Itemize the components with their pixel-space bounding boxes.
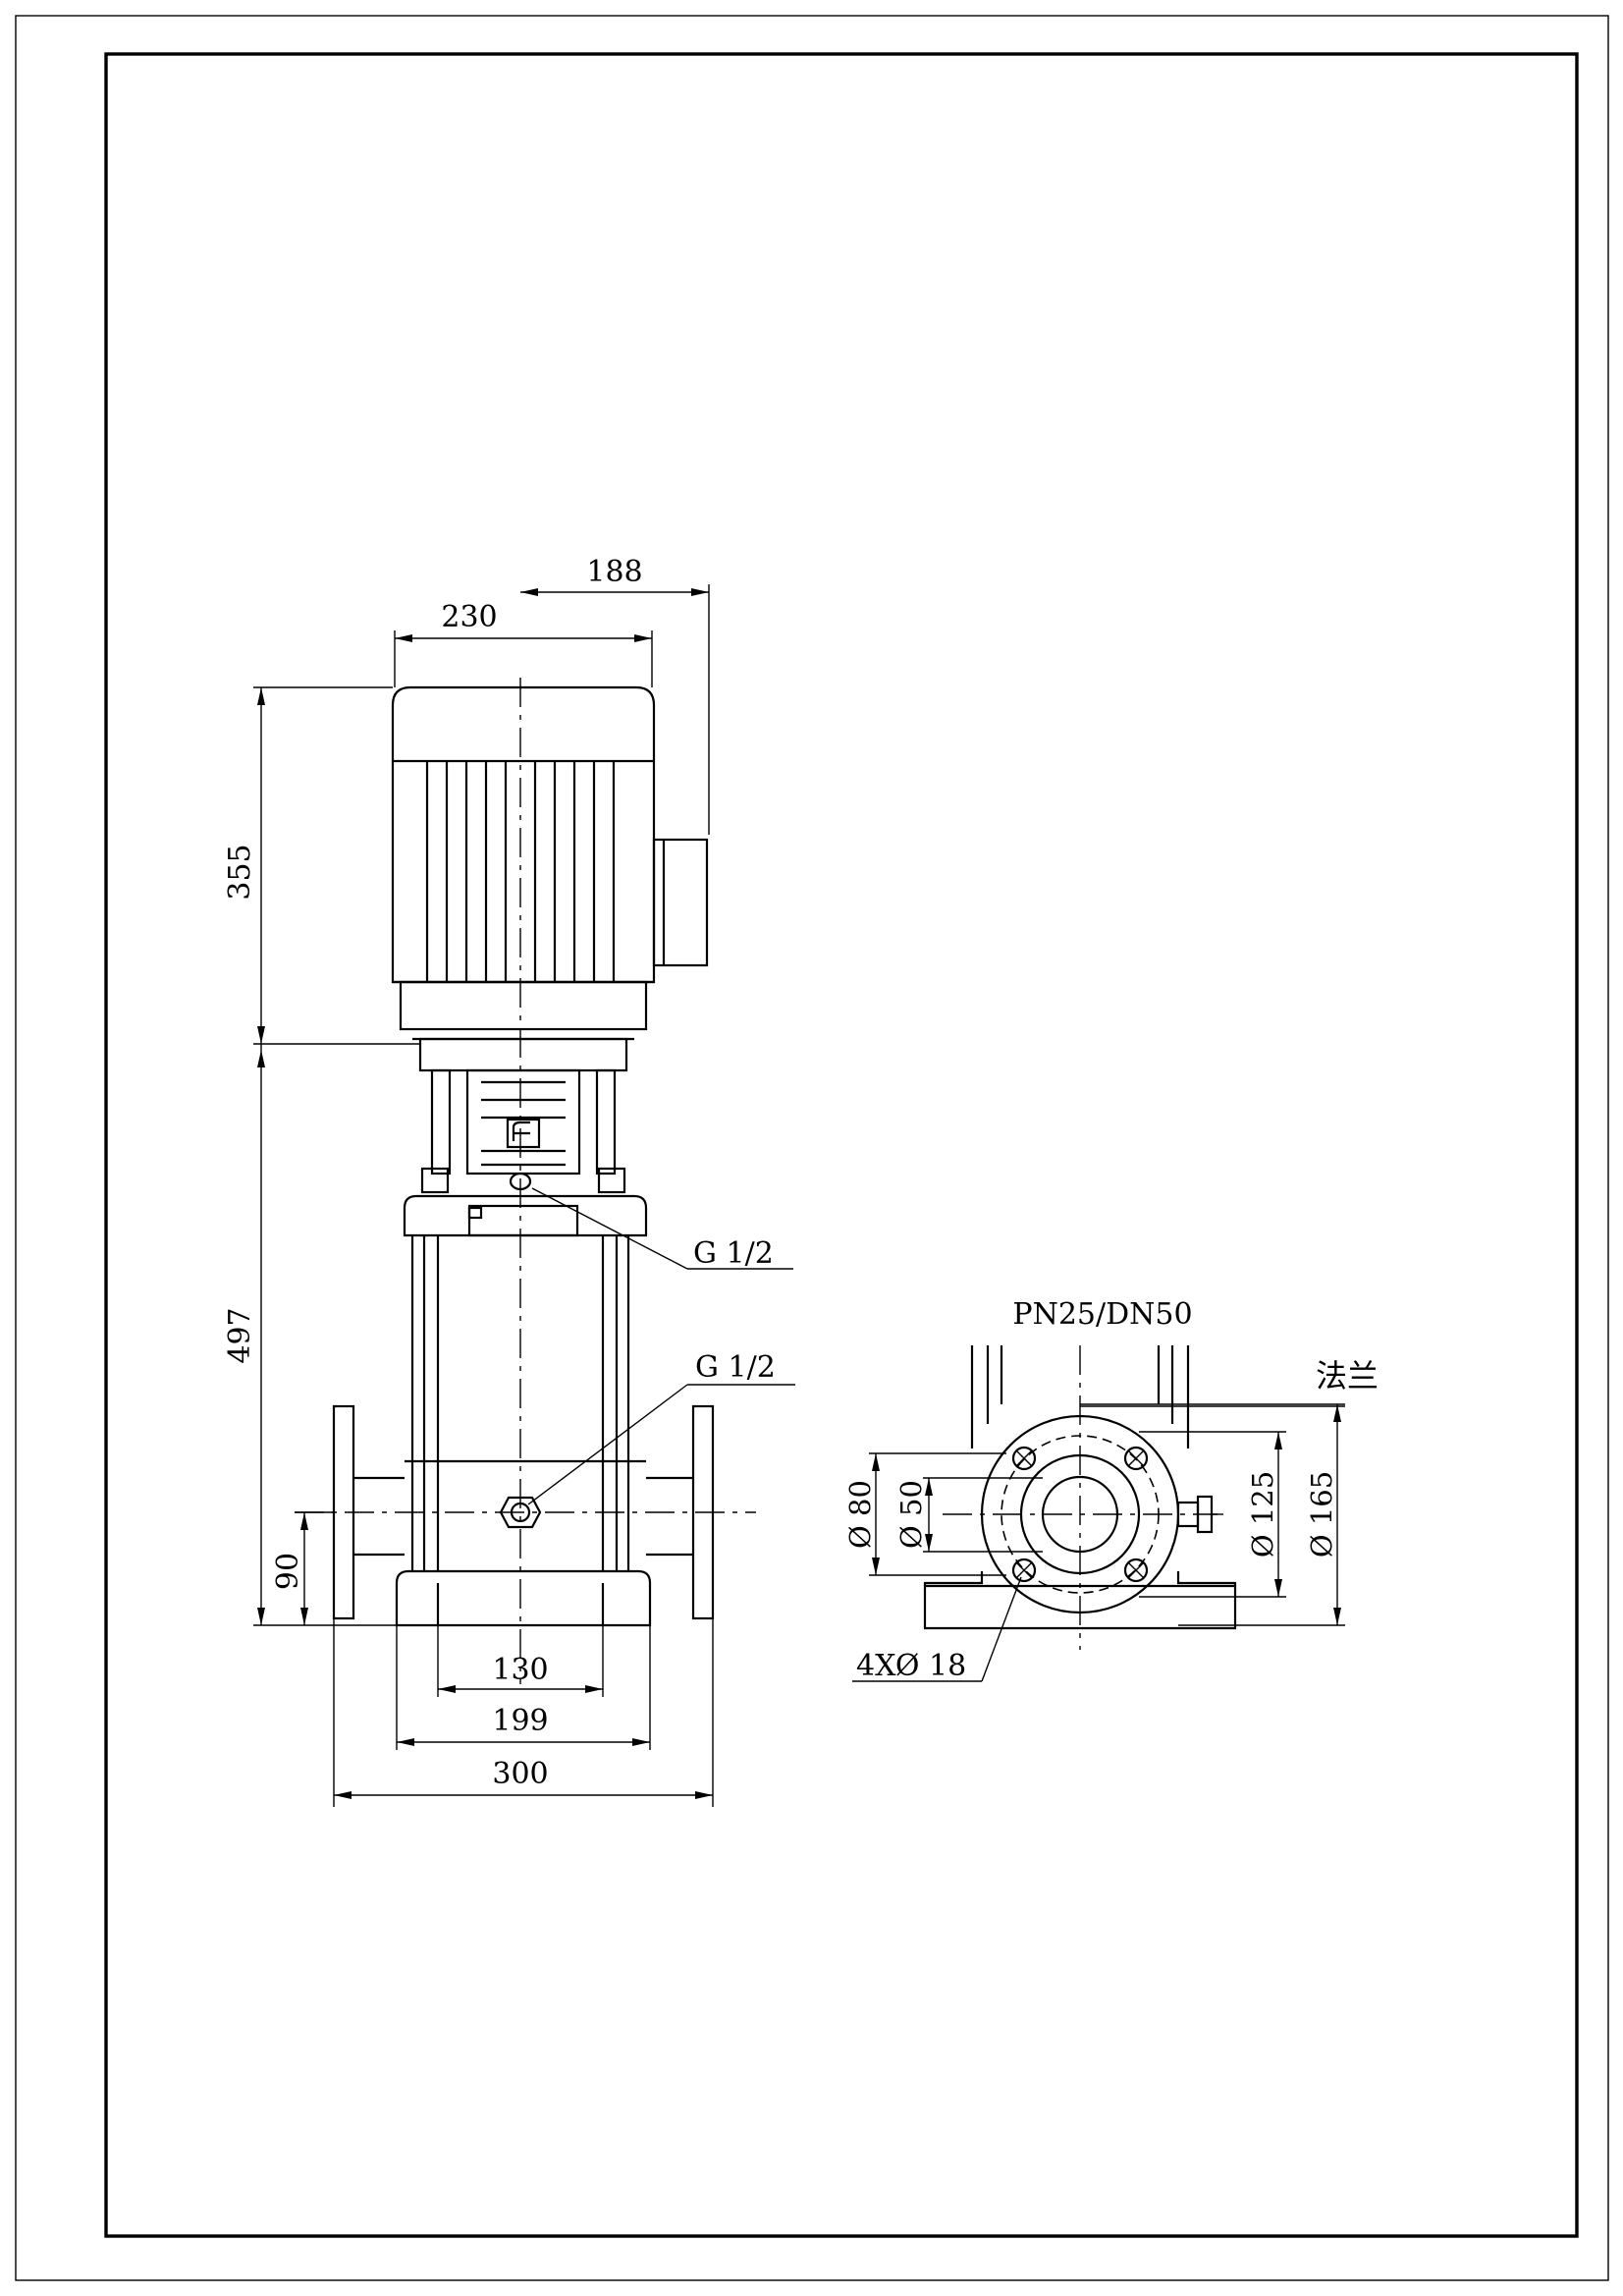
pump-head [403, 1194, 648, 1237]
pump-front-view: 188 230 355 497 90 130 [223, 555, 795, 1807]
flange-spec: PN25/DN50 [1012, 1297, 1192, 1332]
dia-165: Ø 165 [1305, 1471, 1338, 1558]
coupling-frame [420, 1068, 626, 1194]
outer-border [15, 15, 1609, 2281]
dim-355: 355 [223, 844, 257, 900]
pump-base [395, 1569, 652, 1627]
motor [391, 685, 709, 1031]
dim-188: 188 [586, 555, 642, 589]
side-fitting [1176, 1495, 1223, 1534]
bolt-holes [1011, 1446, 1149, 1583]
dim-90: 90 [271, 1553, 305, 1590]
bolt-holes-label: 4XØ 18 [856, 1649, 966, 1683]
dim-230: 230 [441, 600, 497, 634]
dia-125: Ø 125 [1246, 1471, 1279, 1558]
side-base [923, 1571, 1237, 1630]
dim-300: 300 [492, 1757, 548, 1791]
dia-80: Ø 80 [843, 1480, 877, 1549]
dim-130: 130 [492, 1653, 548, 1687]
dim-497: 497 [223, 1307, 257, 1363]
dia-50: Ø 50 [894, 1480, 928, 1549]
drain-plug [499, 1496, 542, 1529]
pump-side-view: PN25/DN50 法兰 [843, 1297, 1379, 1683]
dim-199: 199 [492, 1704, 548, 1738]
port-label-upper: G 1/2 [693, 1236, 774, 1271]
drawing-frame [104, 52, 1579, 2238]
flange-label: 法兰 [1316, 1357, 1379, 1394]
pump-body [405, 1235, 646, 1571]
port-label-lower: G 1/2 [695, 1350, 776, 1385]
